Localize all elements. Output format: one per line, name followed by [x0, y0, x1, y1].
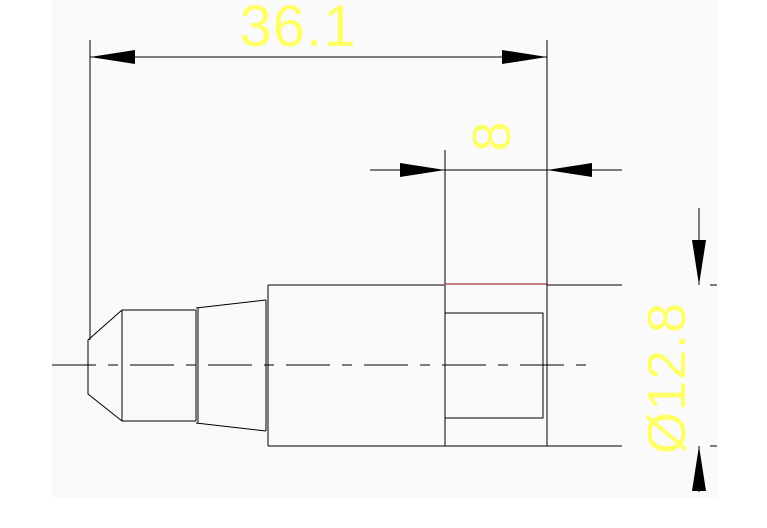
- taper-top-edge: [195, 299, 267, 309]
- dimension-text-thread-length: 8: [462, 120, 522, 151]
- drawing-panel: [52, 0, 717, 498]
- arrowhead-thread-left: [400, 163, 445, 177]
- taper-bottom-edge: [195, 422, 267, 432]
- arrowhead-thread-right: [547, 163, 592, 177]
- arrowhead-diameter-bottom: [692, 446, 706, 491]
- arrowhead-diameter-top: [692, 240, 706, 285]
- dimension-text-diameter: Ø12.8: [637, 302, 697, 454]
- dimension-text-overall-length: 36.1: [240, 0, 357, 59]
- arrowhead-overall-right: [502, 50, 547, 64]
- tip-profile: [87, 309, 123, 422]
- arrowhead-overall-left: [90, 50, 135, 64]
